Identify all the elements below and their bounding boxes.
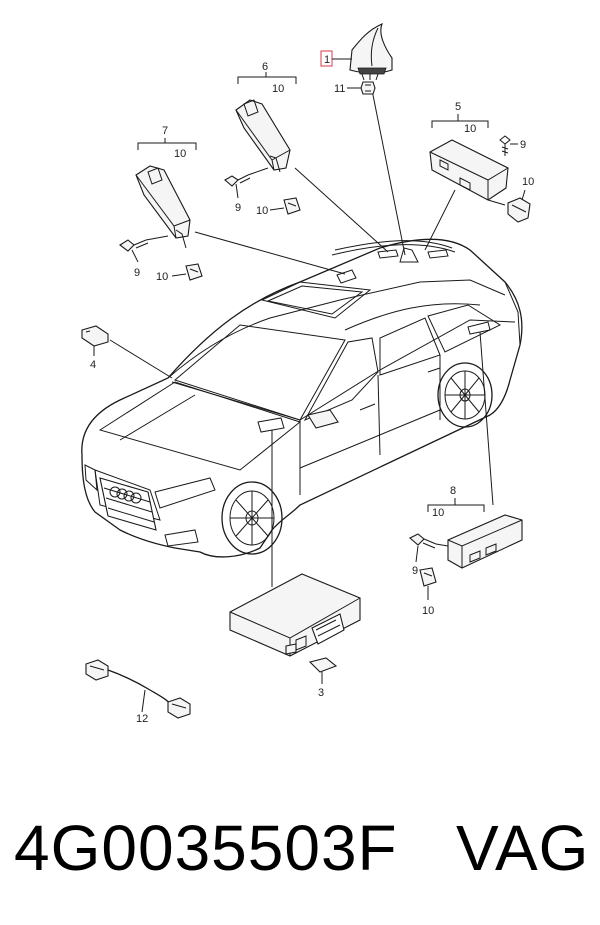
callout-11: 11 xyxy=(334,83,345,95)
callout-6-9: 9 xyxy=(235,202,241,214)
callout-8-9: 9 xyxy=(412,565,418,577)
callout-5-10b: 10 xyxy=(522,176,534,188)
front-wheel xyxy=(221,481,283,555)
rear-wheel xyxy=(437,362,493,428)
part-6-antenna-amplifier: 6 10 9 10 xyxy=(224,61,301,217)
callout-6: 6 xyxy=(262,61,268,73)
part-4-label: 4 xyxy=(81,325,109,371)
part-7-antenna-amplifier: 7 10 9 10 xyxy=(119,125,203,283)
car-illustration xyxy=(81,238,523,558)
callout-5: 5 xyxy=(455,101,461,113)
callout-4: 4 xyxy=(90,359,96,371)
callout-8-10b: 10 xyxy=(422,605,434,617)
callout-3: 3 xyxy=(318,687,324,699)
callout-12: 12 xyxy=(136,713,148,725)
callout-7-10b: 10 xyxy=(156,271,168,283)
part-8-control-module: 8 10 9 10 xyxy=(409,485,523,617)
callout-8-10: 10 xyxy=(432,507,444,519)
callout-1: 1 xyxy=(324,54,330,66)
callout-5-10: 10 xyxy=(464,123,476,135)
parts-diagram: 1 11 5 10 9 10 6 10 xyxy=(81,22,534,725)
part-3-main-module: 3 xyxy=(229,573,361,699)
part-5-control-module: 5 10 9 10 xyxy=(429,101,534,223)
callout-6-10b: 10 xyxy=(256,205,268,217)
part-12-wiring-harness: 12 xyxy=(85,659,191,725)
callout-7: 7 xyxy=(162,125,168,137)
callout-7-10: 10 xyxy=(174,148,186,160)
brand-name: VAG xyxy=(456,812,590,884)
part-1-roof-antenna xyxy=(349,22,393,81)
callout-5-9: 9 xyxy=(520,139,526,151)
callout-8: 8 xyxy=(450,485,456,497)
callout-7-9: 9 xyxy=(134,267,140,279)
part-number: 4G0035503F xyxy=(14,812,398,884)
leader-lines xyxy=(109,89,494,587)
part-11-nut xyxy=(360,81,376,95)
callout-6-10: 10 xyxy=(272,83,284,95)
